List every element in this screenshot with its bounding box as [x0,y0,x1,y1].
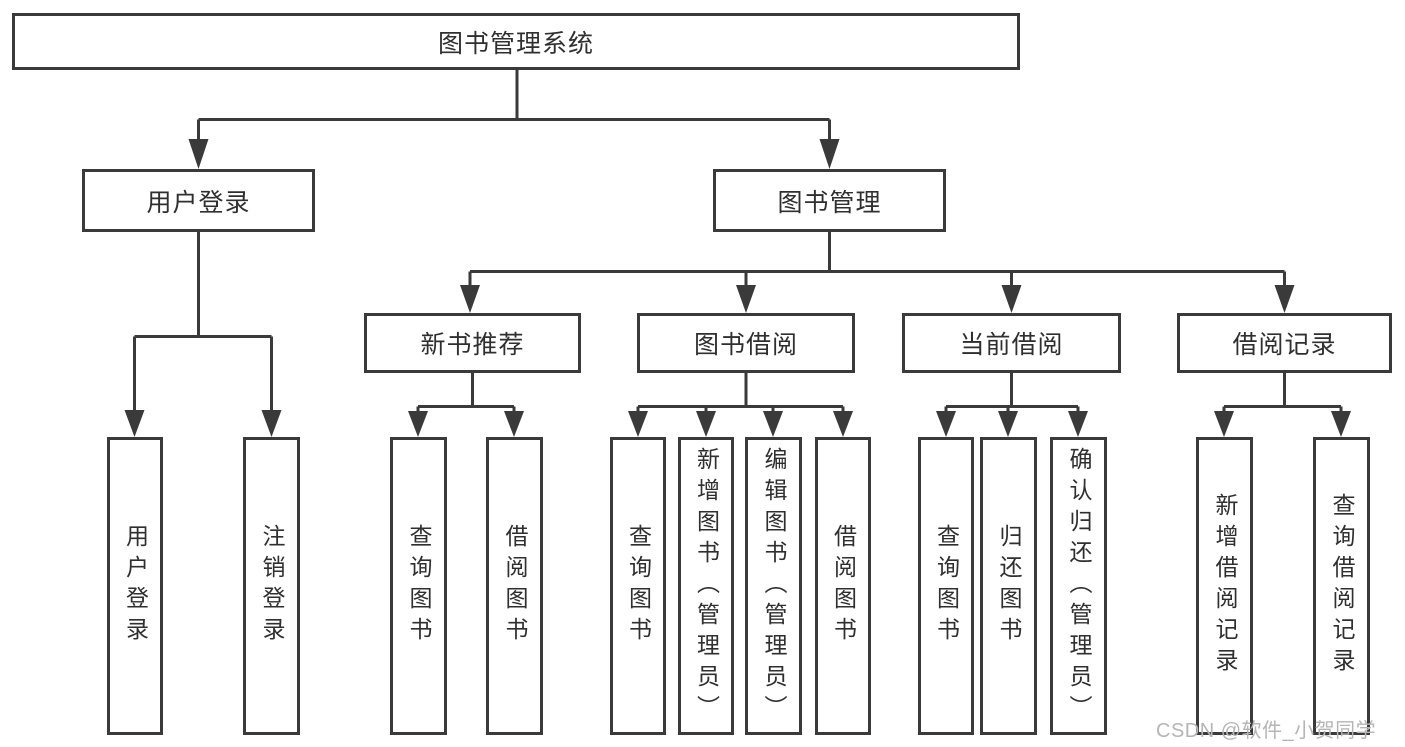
arrowhead-book-management [819,139,840,169]
arrowhead-d1 [936,411,956,437]
connector-new-book-branch [416,371,516,414]
node-new-book-recommend-label: 新书推荐 [420,331,525,359]
arrowhead-user-login [188,139,209,169]
connector-user-login-branch [133,230,273,412]
node-borrow-records: 借阅记录 [1177,313,1392,373]
leaf-borrow-books-recommend: 借阅图书 [486,437,543,735]
leaf-confirm-return-admin: 确认归还（管理员） [1050,437,1107,735]
leaf-edit-book-admin: 编辑图书（管理员） [745,437,802,735]
connector-book-borrow-branch [636,371,845,414]
leaf-query-books-borrow-label: 查询图书 [625,524,652,648]
node-book-management-label: 图书管理 [777,188,882,217]
arrowhead-borrow-records [1274,285,1295,313]
leaf-query-borrow-record-label: 查询借阅记录 [1329,493,1355,679]
leaf-logout: 注销登录 [243,437,300,735]
leaf-return-book: 归还图书 [980,437,1037,735]
node-book-borrow-label: 图书借阅 [693,331,798,359]
node-book-management: 图书管理 [713,169,946,232]
leaf-edit-book-admin-label: 编辑图书（管理员） [761,446,787,726]
leaf-query-books-recommend: 查询图书 [390,437,447,735]
node-new-book-recommend: 新书推荐 [364,313,581,373]
node-root-label: 图书管理系统 [437,29,594,58]
node-current-borrow: 当前借阅 [902,313,1121,373]
arrowhead-d3 [1068,411,1088,437]
node-current-borrow-label: 当前借阅 [959,331,1064,359]
leaf-user-login-label: 用户登录 [122,524,149,648]
leaf-borrow-books-recommend-label: 借阅图书 [502,524,528,648]
arrowhead-e1 [1214,411,1234,437]
leaf-confirm-return-admin-label: 确认归还（管理员） [1066,446,1092,726]
leaf-query-books-current-label: 查询图书 [933,524,960,648]
leaf-user-login: 用户登录 [107,437,163,735]
arrowhead-c2 [696,411,716,437]
node-user-login: 用户登录 [82,169,315,232]
arrowhead-b1 [408,411,428,437]
arrowhead-current-borrow [1001,285,1022,313]
leaf-query-books-borrow: 查询图书 [610,437,666,735]
leaf-query-borrow-record: 查询借阅记录 [1313,437,1370,735]
arrowhead-book-borrow [736,285,756,313]
leaf-borrow-books-borrow-label: 借阅图书 [830,524,857,648]
leaf-borrow-books-borrow: 借阅图书 [815,437,871,735]
arrowhead-c1 [628,411,648,437]
leaf-return-book-label: 归还图书 [996,524,1022,648]
arrowhead-d2 [998,411,1018,437]
watermark: CSDN @软件_小贺同学 [1156,720,1377,742]
arrowhead-b2 [504,411,524,437]
arrowhead-e2 [1331,411,1351,437]
connector-book-management-branch [468,230,1286,287]
node-user-login-label: 用户登录 [146,188,251,217]
arrowhead-leaf-user-login [124,410,145,437]
leaf-add-borrow-record-label: 新增借阅记录 [1212,493,1238,679]
leaf-add-book-admin-label: 新增图书（管理员） [693,446,720,726]
leaf-query-books-current: 查询图书 [918,437,974,735]
arrowhead-c4 [833,411,853,437]
node-book-borrow: 图书借阅 [637,313,855,373]
connector-root-to-level2 [197,68,831,141]
node-borrow-records-label: 借阅记录 [1232,331,1337,359]
connector-borrow-records-branch [1222,371,1343,414]
arrowhead-leaf-logout [261,410,282,437]
leaf-add-borrow-record: 新增借阅记录 [1196,437,1253,735]
arrowhead-c3 [763,411,783,437]
arrowhead-new-book-recommend [460,285,480,313]
leaf-logout-label: 注销登录 [259,524,285,648]
leaf-query-books-recommend-label: 查询图书 [406,524,432,648]
leaf-add-book-admin: 新增图书（管理员） [678,437,734,735]
node-root: 图书管理系统 [12,13,1020,70]
connector-current-borrow-branch [944,371,1080,414]
